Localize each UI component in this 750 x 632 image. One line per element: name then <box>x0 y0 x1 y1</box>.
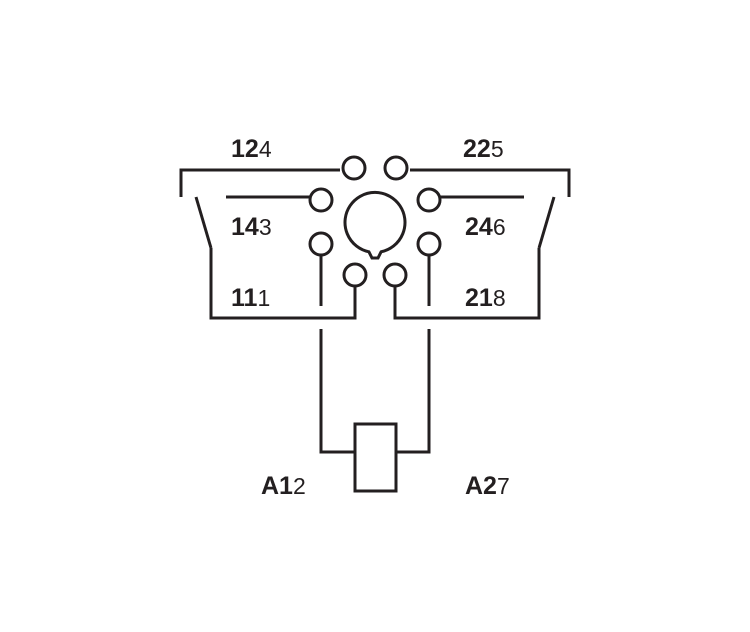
contact-21-22-top-wire <box>410 168 571 197</box>
terminal-label-11: 111 <box>231 284 270 312</box>
terminal-label-a1: A12 <box>261 472 306 500</box>
coil-a1-wire <box>319 329 355 454</box>
switch-blade-right <box>537 196 556 249</box>
contact-11-12-top-wire <box>179 168 340 197</box>
terminal-label-22: 225 <box>463 135 504 163</box>
socket-pin-6 <box>416 187 442 213</box>
socket-pin-7 <box>416 231 442 257</box>
socket-pin-8 <box>382 262 408 288</box>
key-hole-icon <box>343 191 407 260</box>
socket-pin-3 <box>308 187 334 213</box>
terminal-label-24: 246 <box>465 213 506 241</box>
contact-11-common-wire <box>209 248 357 320</box>
socket-pin-1 <box>342 262 368 288</box>
socket-pin-2 <box>308 231 334 257</box>
socket <box>308 155 442 288</box>
coil-a2-wire <box>396 329 431 454</box>
terminal-labels: 124 225 143 246 111 218 A12 A27 <box>231 135 510 500</box>
socket-pin-5 <box>383 155 409 181</box>
coil-rectangle-icon <box>353 422 398 493</box>
contact-21-common-wire <box>393 248 541 320</box>
socket-pin-4 <box>341 155 367 181</box>
wiring <box>179 168 571 454</box>
terminal-label-a2: A27 <box>465 472 510 500</box>
terminal-label-14: 143 <box>231 213 272 241</box>
terminal-label-12: 124 <box>231 135 272 163</box>
switch-blade-left <box>194 196 213 249</box>
terminal-label-21: 218 <box>465 284 506 312</box>
